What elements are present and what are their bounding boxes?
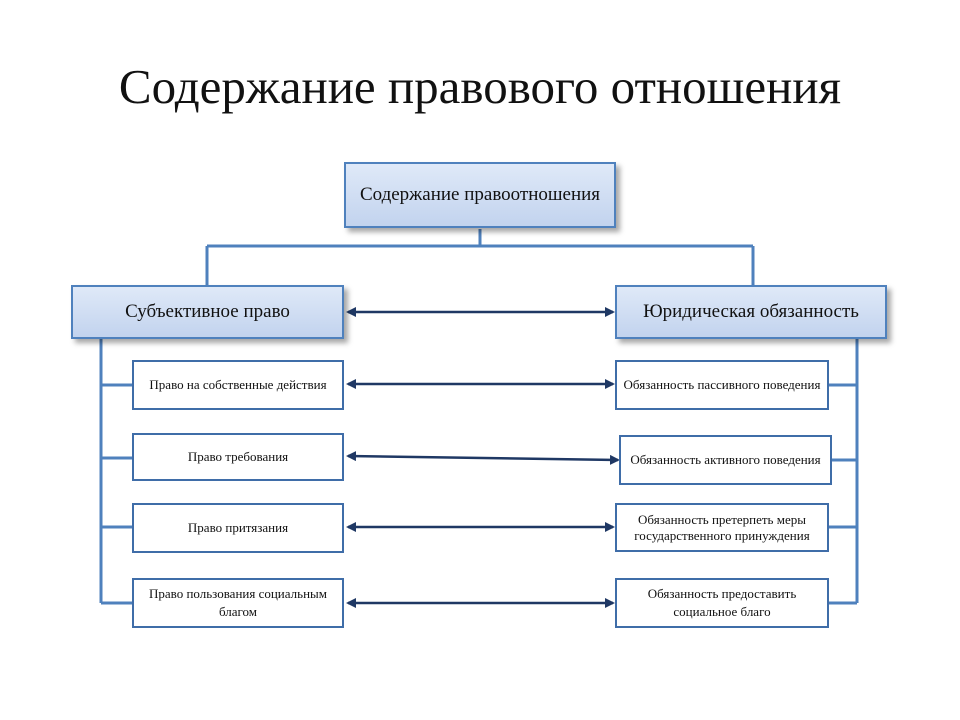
left-item-box: Право притязания bbox=[132, 503, 344, 553]
left-item-box: Право требования bbox=[132, 433, 344, 481]
right-head-label: Юридическая обязанность bbox=[643, 301, 859, 323]
right-bracket-lines bbox=[829, 339, 859, 605]
right-item-label: Обязанность претерпеть меры государствен… bbox=[634, 511, 810, 543]
left-item-box: Право на собственные действия bbox=[132, 360, 344, 410]
right-item-box: Обязанность пассивного поведения bbox=[615, 360, 829, 410]
left-head-box: Субъективное право bbox=[71, 285, 344, 339]
root-label: Содержание правоотношения bbox=[359, 184, 601, 206]
page-title: Содержание правового отношения bbox=[118, 59, 842, 114]
double-arrow-2 bbox=[346, 451, 620, 465]
root-box: Содержание правоотношения bbox=[344, 162, 616, 228]
right-item-box: Обязанность предоставить социальное благ… bbox=[615, 578, 829, 628]
right-head-box: Юридическая обязанность bbox=[615, 285, 887, 339]
left-item-label: Право на собственные действия bbox=[149, 377, 327, 393]
right-item-label: Обязанность активного поведения bbox=[630, 452, 821, 468]
left-item-label: Право притязания bbox=[187, 520, 289, 536]
left-item-label: Право требования bbox=[187, 449, 289, 465]
tree-lines bbox=[205, 229, 755, 285]
left-item-box: Право пользования социальным благом bbox=[132, 578, 344, 628]
right-item-label: Обязанность предоставить социальное благ… bbox=[647, 586, 797, 619]
left-head-label: Субъективное право bbox=[125, 301, 290, 323]
right-item-box: Обязанность претерпеть меры государствен… bbox=[615, 503, 829, 552]
left-bracket-lines bbox=[99, 339, 132, 605]
left-item-label: Право пользования социальным благом bbox=[148, 586, 327, 619]
right-item-label: Обязанность пассивного поведения bbox=[623, 377, 821, 393]
right-item-box: Обязанность активного поведения bbox=[619, 435, 832, 485]
